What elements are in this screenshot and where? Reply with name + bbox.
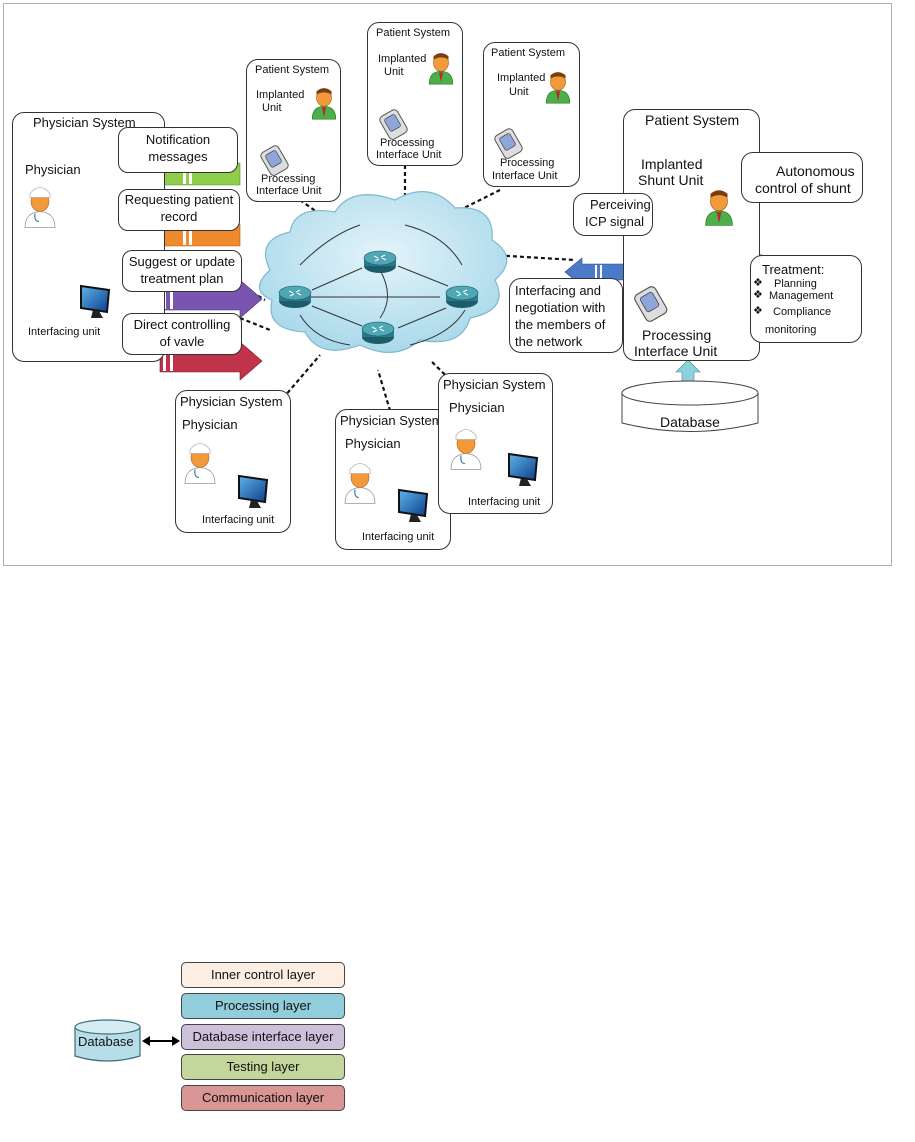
patient-system-2-processing-1: Processing	[380, 137, 435, 149]
treatment-bullet-2: ❖	[753, 289, 763, 301]
treatment-item-2: Management	[769, 290, 834, 302]
patient-system-3-processing-1: Processing	[500, 157, 555, 169]
monitor-icon	[238, 475, 268, 509]
requesting-box	[118, 189, 240, 231]
physician-system-4-interfacing: Interfacing unit	[468, 496, 541, 508]
treatment-box	[750, 255, 862, 343]
pda-icon	[492, 126, 525, 159]
layers-graphics	[74, 1019, 180, 1062]
physician-system-4-physician: Physician	[449, 400, 505, 415]
autonomous-text-1: Autonomous	[776, 163, 855, 179]
monitor-icon	[398, 489, 428, 523]
layer-communication: Communication layer	[181, 1085, 345, 1111]
patient-system-right-title: Patient System	[645, 112, 740, 128]
patient-system-3	[483, 42, 580, 187]
treatment-bullet-3: ❖	[753, 305, 763, 317]
layer-inner-control: Inner control layer	[181, 962, 345, 988]
patient-system-2-processing-2: Interface Unit	[376, 149, 442, 161]
doctor-icon	[184, 442, 216, 485]
patient-person-icon	[428, 52, 454, 85]
patient-system-3-implanted-1: Implanted	[497, 72, 546, 84]
physician-system-4-title: Physician System	[443, 377, 546, 392]
direct-text-1: Direct controlling	[133, 317, 231, 332]
direct-text-2: of vavle	[159, 334, 205, 349]
treatment-item-3: Compliance	[773, 306, 832, 318]
network-diagram	[3, 3, 892, 566]
patient-system-2-implanted-1: Implanted	[378, 53, 427, 65]
physician-system-2-title: Physician System	[180, 394, 283, 409]
notification-text-2: messages	[148, 149, 208, 164]
physician-system-4	[438, 373, 553, 514]
layers-database-label: Database	[78, 1034, 134, 1049]
database-right-label: Database	[660, 414, 720, 430]
autonomous-text-2: control of shunt	[755, 180, 851, 196]
monitor-icon	[508, 453, 538, 487]
interfacing-text-1: Interfacing and	[515, 283, 602, 298]
interfacing-text-4: the network	[515, 334, 583, 349]
perceiving-text-1: Perceiving	[590, 197, 651, 212]
patient-system-1	[246, 59, 341, 202]
doctor-icon	[24, 186, 56, 229]
implanted-shunt-text-1: Implanted	[641, 156, 703, 172]
treatment-title: Treatment:	[762, 262, 825, 277]
interfacing-box	[509, 278, 623, 353]
perceiving-text-2: ICP signal	[585, 214, 645, 229]
patient-person-icon	[311, 87, 337, 120]
suggest-text-2: treatment plan	[140, 271, 224, 286]
patient-system-1-title: Patient System	[255, 64, 329, 76]
patient-system-1-implanted-2: Unit	[262, 102, 282, 114]
requesting-text-2: record	[160, 209, 198, 224]
interfacing-text-2: negotiation with	[515, 300, 606, 315]
interfacing-unit-label: Interfacing unit	[28, 326, 101, 338]
patient-system-2	[367, 22, 463, 166]
physician-system-2-physician: Physician	[182, 417, 238, 432]
patient-person-icon	[545, 71, 571, 104]
patient-system-2-title: Patient System	[376, 27, 450, 39]
requesting-text-1: Requesting patient	[124, 192, 234, 207]
suggest-box	[122, 250, 242, 292]
treatment-bullet-1: ❖	[753, 277, 763, 289]
layer-database-interface: Database interface layer	[181, 1024, 345, 1050]
patient-system-1-implanted-1: Implanted	[256, 89, 305, 101]
physician-system-3-physician: Physician	[345, 436, 401, 451]
suggest-text-1: Suggest or update	[128, 254, 236, 269]
autonomous-box	[741, 152, 863, 203]
interfacing-text-3: the members of	[515, 317, 606, 332]
patient-system-3-processing-2: Interface Unit	[492, 170, 558, 182]
implanted-shunt-text-2: Shunt Unit	[638, 172, 704, 188]
treatment-item-1: Planning	[774, 278, 817, 290]
perceiving-box	[573, 193, 653, 236]
processing-interface-text-1: Processing	[642, 327, 712, 343]
physician-system-2-interfacing: Interfacing unit	[202, 514, 275, 526]
doctor-icon	[450, 428, 482, 471]
patient-system-1-processing-1: Processing	[261, 173, 316, 185]
treatment-tail: monitoring	[765, 324, 817, 336]
pda-icon	[258, 143, 291, 176]
pda-icon	[377, 107, 410, 140]
layer-processing: Processing layer	[181, 993, 345, 1019]
direct-box	[122, 313, 242, 355]
patient-person-icon	[705, 189, 733, 227]
monitor-icon	[80, 285, 110, 319]
processing-interface-text-2: Interface Unit	[634, 343, 718, 359]
doctor-icon	[344, 462, 376, 505]
layer-testing: Testing layer	[181, 1054, 345, 1080]
patient-system-2-implanted-2: Unit	[384, 66, 404, 78]
notification-box	[118, 127, 238, 173]
patient-system-1-processing-2: Interface Unit	[256, 185, 322, 197]
pda-icon	[632, 284, 670, 322]
patient-system-3-implanted-2: Unit	[509, 86, 529, 98]
notification-text-1: Notification	[145, 132, 211, 147]
patient-system-3-title: Patient System	[491, 47, 565, 59]
physician-system-3-title: Physician System	[340, 413, 443, 428]
physician-system-3-interfacing: Interfacing unit	[362, 531, 435, 543]
physician-label: Physician	[25, 162, 81, 177]
physician-system-left-title: Physician System	[33, 115, 136, 130]
